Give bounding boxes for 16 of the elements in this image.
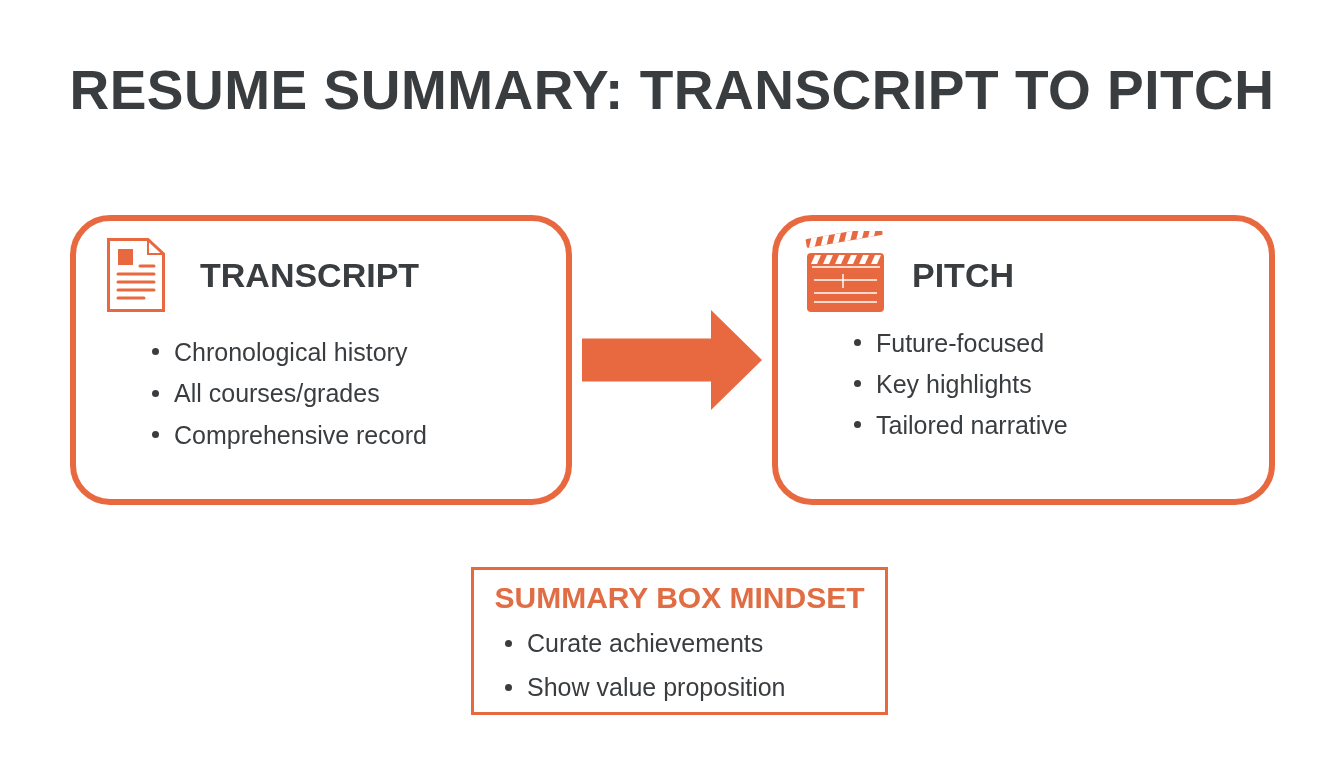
- rounded-box: [70, 215, 572, 505]
- bullet-text: Key highlights: [876, 368, 1032, 399]
- bullet-text: Curate achievements: [527, 628, 764, 658]
- bullet-text: Future-focused: [876, 327, 1045, 358]
- box-heading: SUMMARY BOX MINDSET: [494, 580, 865, 616]
- diagram-title: RESUME SUMMARY: TRANSCRIPT TO PITCH: [69, 58, 1275, 122]
- box-heading: TRANSCRIPT: [200, 255, 420, 296]
- block-arrow: [582, 310, 762, 410]
- bullet-text: Show value proposition: [527, 672, 786, 702]
- bullet-text: Comprehensive record: [174, 419, 427, 450]
- rounded-box: [772, 215, 1275, 505]
- bullet-text: Tailored narrative: [876, 409, 1068, 440]
- bullet-text: Chronological history: [174, 336, 408, 367]
- box-heading: PITCH: [912, 255, 1014, 296]
- bullet-text: All courses/grades: [174, 378, 380, 409]
- summary-box: [471, 567, 888, 715]
